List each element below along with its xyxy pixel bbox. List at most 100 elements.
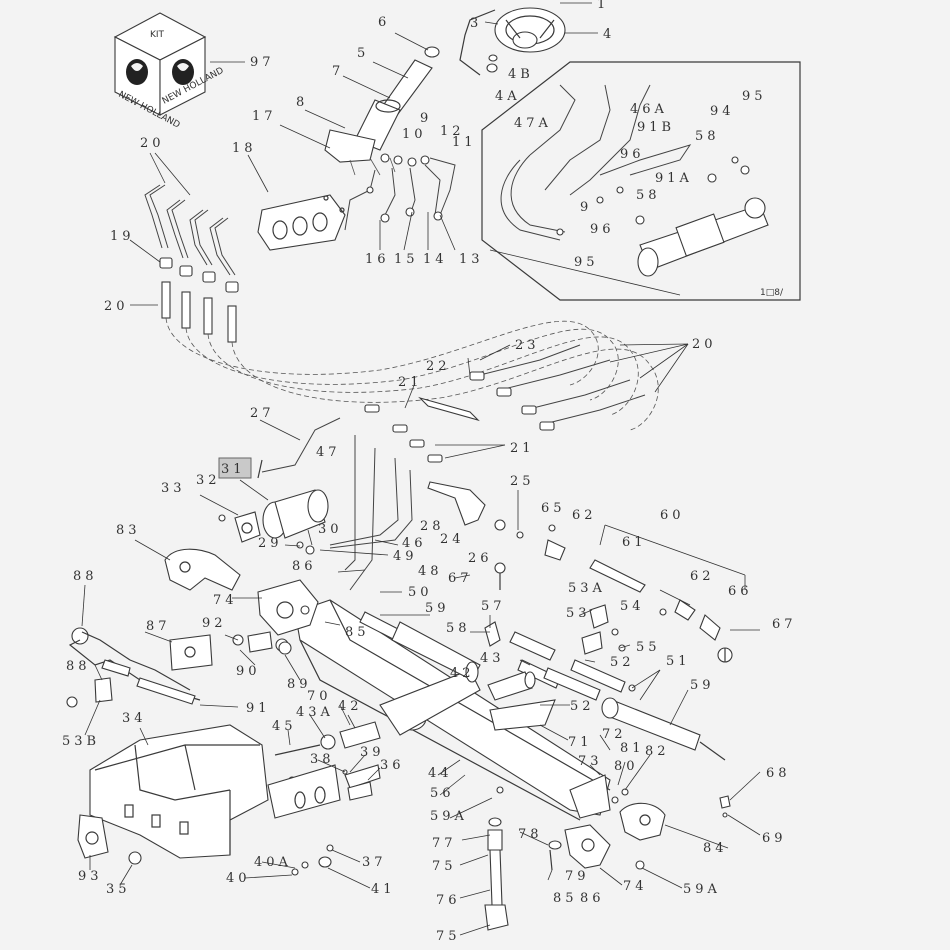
callout-58-a: 58 <box>695 129 720 144</box>
callout-17: 17 <box>252 109 277 124</box>
callout-67-mid: 67 <box>448 571 473 586</box>
callout-20-top: 20 <box>140 136 165 151</box>
callout-84: 84 <box>703 841 728 856</box>
left-hose-fittings <box>144 184 239 343</box>
callout-81: 81 <box>620 741 645 756</box>
callout-51: 51 <box>666 654 691 669</box>
callout-29: 29 <box>258 536 283 551</box>
rods <box>274 621 626 801</box>
callout-8: 8 <box>296 95 308 110</box>
long-hoses <box>165 317 659 431</box>
callout-24: 24 <box>440 532 465 547</box>
callout-87: 87 <box>146 619 171 634</box>
callout-52-top: 52 <box>610 655 635 670</box>
callout-50: 50 <box>408 585 433 600</box>
steering-wheel-assembly <box>324 7 566 176</box>
highlight-31 <box>218 457 252 479</box>
callout-91b: 91B <box>637 120 675 135</box>
callout-59a-mid: 59A <box>430 809 468 824</box>
callout-34: 34 <box>122 711 147 726</box>
callout-23: 23 <box>515 338 540 353</box>
callout-10: 10 <box>402 127 427 142</box>
callout-53a: 53A <box>568 581 606 596</box>
steering-cylinders <box>359 611 733 761</box>
callout-53b: 53B <box>62 734 100 749</box>
kit-box: KIT NEW HOLLAND NEW HOLLAND <box>113 12 226 131</box>
callout-48: 48 <box>418 564 443 579</box>
callout-22: 22 <box>426 359 451 374</box>
callout-88-mid: 88 <box>66 659 91 674</box>
callout-59-mid: 59 <box>425 601 450 616</box>
axle-beam <box>294 599 611 821</box>
callout-26: 26 <box>468 551 493 566</box>
callout-49: 49 <box>393 549 418 564</box>
callout-58-b: 58 <box>636 188 661 203</box>
callout-62-top: 62 <box>572 508 597 523</box>
callout-35: 35 <box>106 882 131 897</box>
callout-15: 15 <box>394 252 419 267</box>
callout-62-right: 62 <box>690 569 715 584</box>
callout-97: 97 <box>250 55 275 70</box>
callout-20-left: 20 <box>104 299 129 314</box>
callout-43: 43 <box>480 651 505 666</box>
callout-16: 16 <box>365 252 390 267</box>
callout-1: 1 <box>597 0 609 12</box>
callout-75-bottom: 75 <box>436 929 461 944</box>
callout-90: 90 <box>236 664 261 679</box>
callout-68: 68 <box>766 766 791 781</box>
callout-30: 30 <box>318 522 343 537</box>
callout-21-top: 21 <box>398 375 423 390</box>
callout-42-top: 42 <box>450 666 475 681</box>
small-brackets <box>581 604 636 692</box>
callout-39: 39 <box>360 745 385 760</box>
callout-73: 73 <box>578 754 603 769</box>
callout-6: 6 <box>378 15 390 30</box>
callout-94: 94 <box>710 104 735 119</box>
callout-14: 14 <box>423 252 448 267</box>
callout-46a: 46A <box>630 102 668 117</box>
bracket-83 <box>164 548 241 591</box>
column-lines <box>344 157 456 231</box>
callout-12: 12 <box>440 124 465 139</box>
callout-93: 93 <box>78 869 103 884</box>
callout-4b: 4B <box>508 67 534 82</box>
callout-67-right: 67 <box>772 617 797 632</box>
callout-28: 28 <box>420 519 445 534</box>
callout-41: 41 <box>371 882 396 897</box>
callout-82: 82 <box>645 744 670 759</box>
callout-54: 54 <box>620 599 645 614</box>
callout-79: 79 <box>565 869 590 884</box>
callout-60: 60 <box>660 508 685 523</box>
callout-95-top: 95 <box>742 89 767 104</box>
new-holland-logo-left <box>126 59 148 85</box>
callout-69: 69 <box>762 831 787 846</box>
callout-57: 57 <box>481 599 506 614</box>
bottom-left-parts <box>77 814 334 876</box>
callout-labels: 1 3 4 4B 4A 6 5 7 97 8 9 10 12 11 17 18 … <box>62 0 797 944</box>
callout-88-top: 88 <box>73 569 98 584</box>
callout-58-c: 58 <box>446 621 471 636</box>
callout-89: 89 <box>287 677 312 692</box>
callout-9: 9 <box>420 111 432 126</box>
callout-74-top: 74 <box>213 593 238 608</box>
callout-86: 86 <box>292 559 317 574</box>
kit-label: KIT <box>150 30 165 40</box>
middle-fittings <box>261 344 646 591</box>
callout-18: 18 <box>232 141 257 156</box>
bracket-24 <box>427 481 524 539</box>
callout-75-mid: 75 <box>432 859 457 874</box>
tie-rod-61 <box>494 524 721 641</box>
callout-47: 47 <box>316 445 341 460</box>
callout-74-bottom: 74 <box>623 879 648 894</box>
callout-40a: 40A <box>254 855 292 870</box>
callout-71: 71 <box>568 735 593 750</box>
callout-46: 46 <box>402 536 427 551</box>
callout-36: 36 <box>380 758 405 773</box>
callout-56: 56 <box>430 786 455 801</box>
callout-47a: 47A <box>514 116 552 131</box>
callout-59-right: 59 <box>690 678 715 693</box>
callout-91: 91 <box>246 701 271 716</box>
callout-78: 78 <box>518 827 543 842</box>
callout-37: 37 <box>362 855 387 870</box>
